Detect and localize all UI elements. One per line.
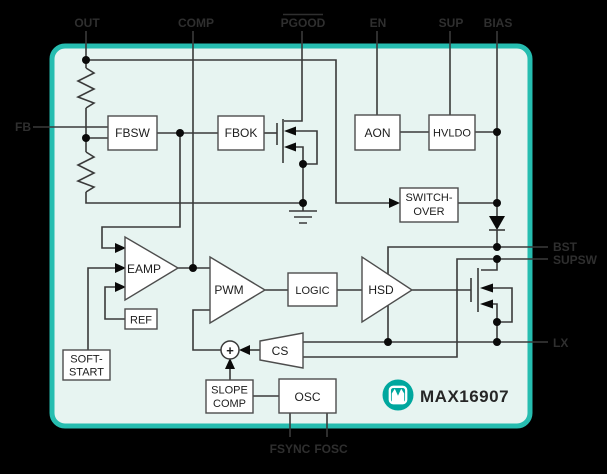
chip-outline (49, 43, 533, 429)
block-softstart: SOFT- START (62, 349, 111, 381)
junction-dots (82, 56, 501, 346)
summer-node: + (220, 340, 240, 360)
pin-label-pgood: PGOOD (281, 16, 326, 30)
pin-label-bst: BST (553, 240, 578, 254)
pin-label-fosc: FOSC (314, 442, 348, 456)
block-hvldo: HVLDO (428, 114, 476, 151)
block-fbsw: FBSW (107, 115, 158, 151)
block-logic-label: LOGIC (295, 285, 329, 297)
pin-label-supsw: SUPSW (553, 253, 598, 267)
pin-label-bias: BIAS (484, 16, 513, 30)
block-pwm-label: PWM (214, 283, 243, 297)
pin-label-lx: LX (553, 336, 568, 350)
block-fbok: FBOK (217, 115, 265, 151)
block-ref: REF (124, 308, 158, 330)
block-slopecomp: SLOPE COMP (205, 379, 254, 414)
highside-mosfet (470, 268, 493, 312)
block-softstart-label1: SOFT- (70, 354, 103, 366)
block-hsd: HSD (361, 255, 414, 324)
wiring (33, 31, 548, 437)
block-cs: CS (259, 332, 304, 369)
block-softstart-label2: START (69, 367, 104, 379)
maxim-logo-square (388, 385, 408, 405)
pin-label-sup: SUP (439, 16, 464, 30)
pin-label-fb: FB (15, 120, 31, 134)
block-aon-label: AON (364, 126, 390, 140)
block-osc-label: OSC (294, 390, 320, 404)
pin-label-en: EN (370, 16, 387, 30)
maxim-logo (382, 379, 414, 411)
maxim-m-icon (391, 388, 405, 402)
block-hsd-label: HSD (368, 283, 394, 297)
pin-label-out: OUT (74, 16, 100, 30)
part-number: MAX16907 (420, 387, 509, 406)
block-cs-label: CS (272, 344, 289, 358)
summer-label: + (226, 343, 234, 358)
block-osc: OSC (278, 378, 337, 414)
block-switchover-label2: OVER (413, 206, 444, 218)
block-switchover-label1: SWITCH- (405, 192, 452, 204)
block-fbsw-label: FBSW (115, 126, 150, 140)
block-fbok-label: FBOK (225, 126, 258, 140)
block-logic: LOGIC (287, 272, 338, 307)
pin-labels: OUT COMP PGOOD EN SUP BIAS FB BST SUPSW … (15, 13, 598, 456)
block-aon: AON (354, 114, 401, 151)
pgood-mosfet (276, 119, 296, 163)
arrowheads (115, 198, 400, 369)
block-hvldo-label: HVLDO (433, 128, 471, 140)
block-slopecomp-label1: SLOPE (211, 385, 248, 397)
block-eamp-label: EAMP (127, 262, 161, 276)
bootstrap-diode (489, 216, 505, 231)
block-eamp: EAMP (124, 235, 180, 302)
maxim-logo-circle (382, 379, 414, 411)
pin-label-comp: COMP (178, 16, 214, 30)
block-ref-label: REF (130, 315, 152, 327)
block-pwm: PWM (209, 255, 267, 325)
block-slopecomp-label2: COMP (213, 398, 246, 410)
pin-label-fsync: FSYNC (270, 442, 311, 456)
block-switchover: SWITCH- OVER (399, 187, 459, 223)
